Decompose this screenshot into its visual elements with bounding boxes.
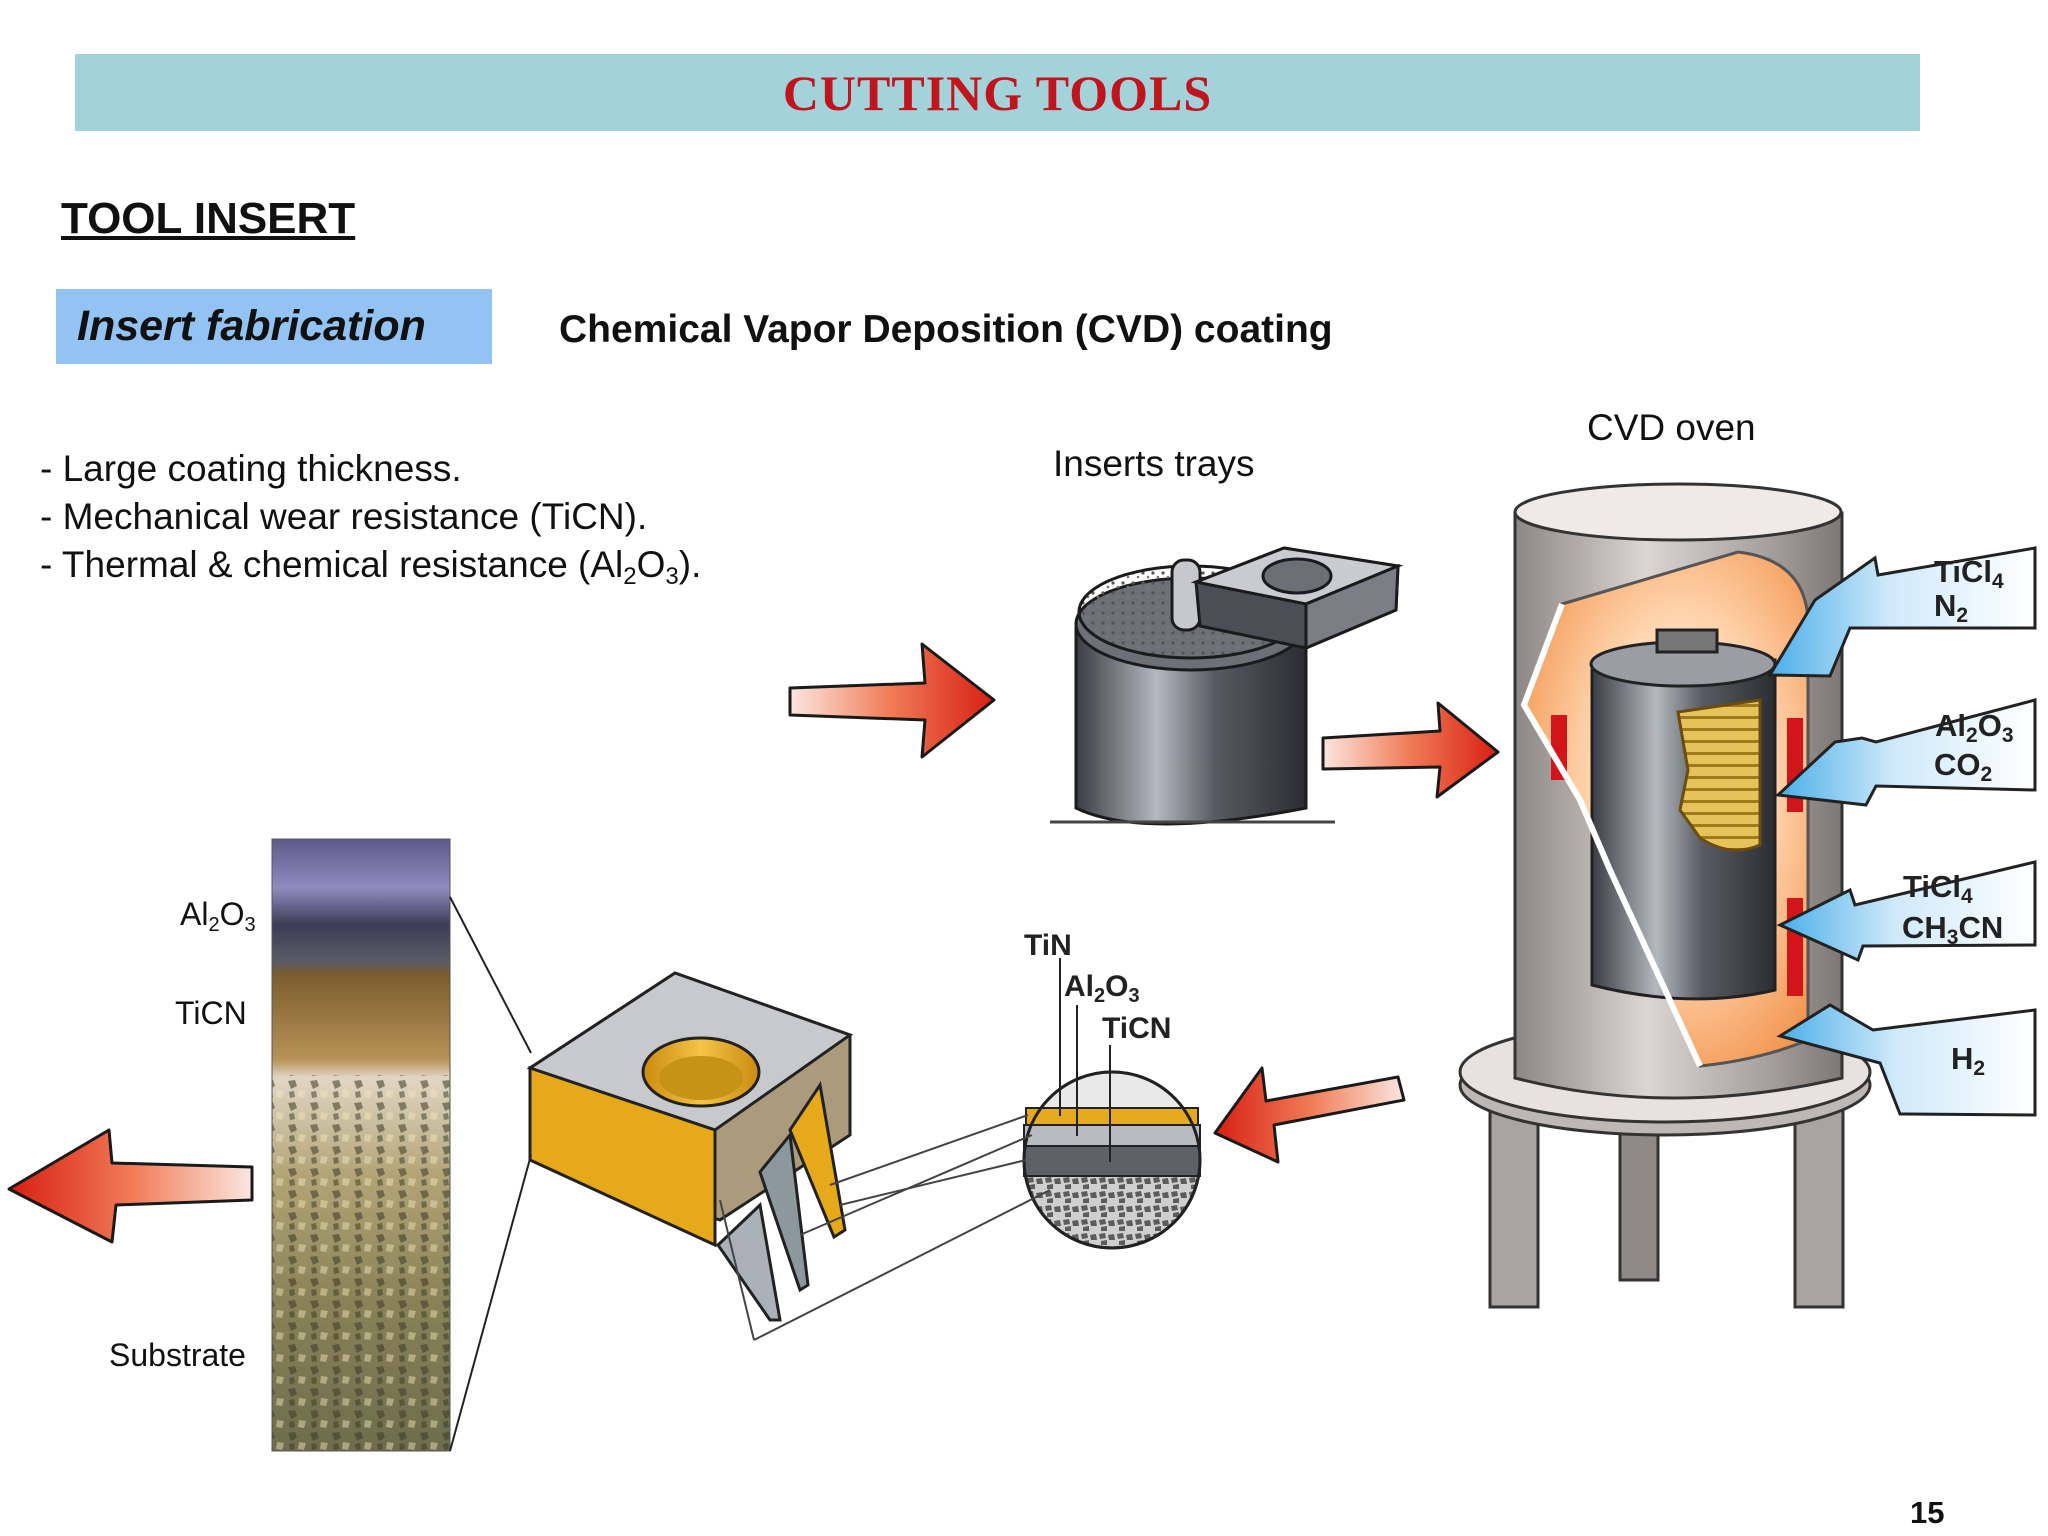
gas-inlet-arrow xyxy=(1776,1003,2037,1117)
layer-label-al2o3: Al2O3 xyxy=(1064,970,1140,1007)
gas-inlet-arrow xyxy=(1776,860,2037,963)
slide-title: CUTTING TOOLS xyxy=(782,64,1213,121)
process-arrow xyxy=(7,1128,254,1244)
micro-substrate-label: Substrate xyxy=(109,1337,246,1373)
layer-label-ticn: TiCN xyxy=(1102,1012,1171,1045)
micro-al2o3-label: Al2O3 xyxy=(180,896,256,936)
cvd-oven-label: CVD oven xyxy=(1587,407,1756,448)
cvd-subtitle: Chemical Vapor Deposition (CVD) coating xyxy=(559,308,1333,351)
micro-ticn-label: TiCN xyxy=(175,995,247,1031)
inserts-tray-illustration xyxy=(1050,546,1404,826)
process-arrow xyxy=(788,642,996,759)
cvd-oven-illustration xyxy=(1458,482,1872,1309)
page-number: 15 xyxy=(1910,1495,1945,1530)
coating-micrograph xyxy=(271,838,532,1452)
section-heading: TOOL INSERT xyxy=(61,194,356,243)
gas-label: TiCl4 xyxy=(1903,869,1973,908)
process-arrow xyxy=(1321,701,1500,799)
bullet-list: - Large coating thickness. - Mechanical … xyxy=(40,445,701,601)
gas-inlet-arrow xyxy=(1774,698,2037,807)
insert-fabrication-box: Insert fabrication xyxy=(56,289,492,364)
coating-layers-detail xyxy=(1022,958,1202,1250)
coated-insert-illustration xyxy=(526,971,1051,1341)
bullet-item: - Mechanical wear resistance (TiCN). xyxy=(40,496,648,537)
bullet-item: - Thermal & chemical resistance (Al2O3). xyxy=(40,544,702,590)
inserts-trays-label: Inserts trays xyxy=(1053,443,1255,484)
gas-label: CH3CN xyxy=(1902,910,2003,949)
bullet-item: - Large coating thickness. xyxy=(40,448,462,489)
layer-label-tin: TiN xyxy=(1024,929,1072,962)
insert-fabrication-label: Insert fabrication xyxy=(77,302,426,350)
gas-inlet-arrow xyxy=(1767,546,2037,678)
title-bar: CUTTING TOOLS xyxy=(75,54,1920,131)
process-arrow xyxy=(1213,1066,1406,1164)
gas-label: Al2O3 xyxy=(1935,708,2014,747)
